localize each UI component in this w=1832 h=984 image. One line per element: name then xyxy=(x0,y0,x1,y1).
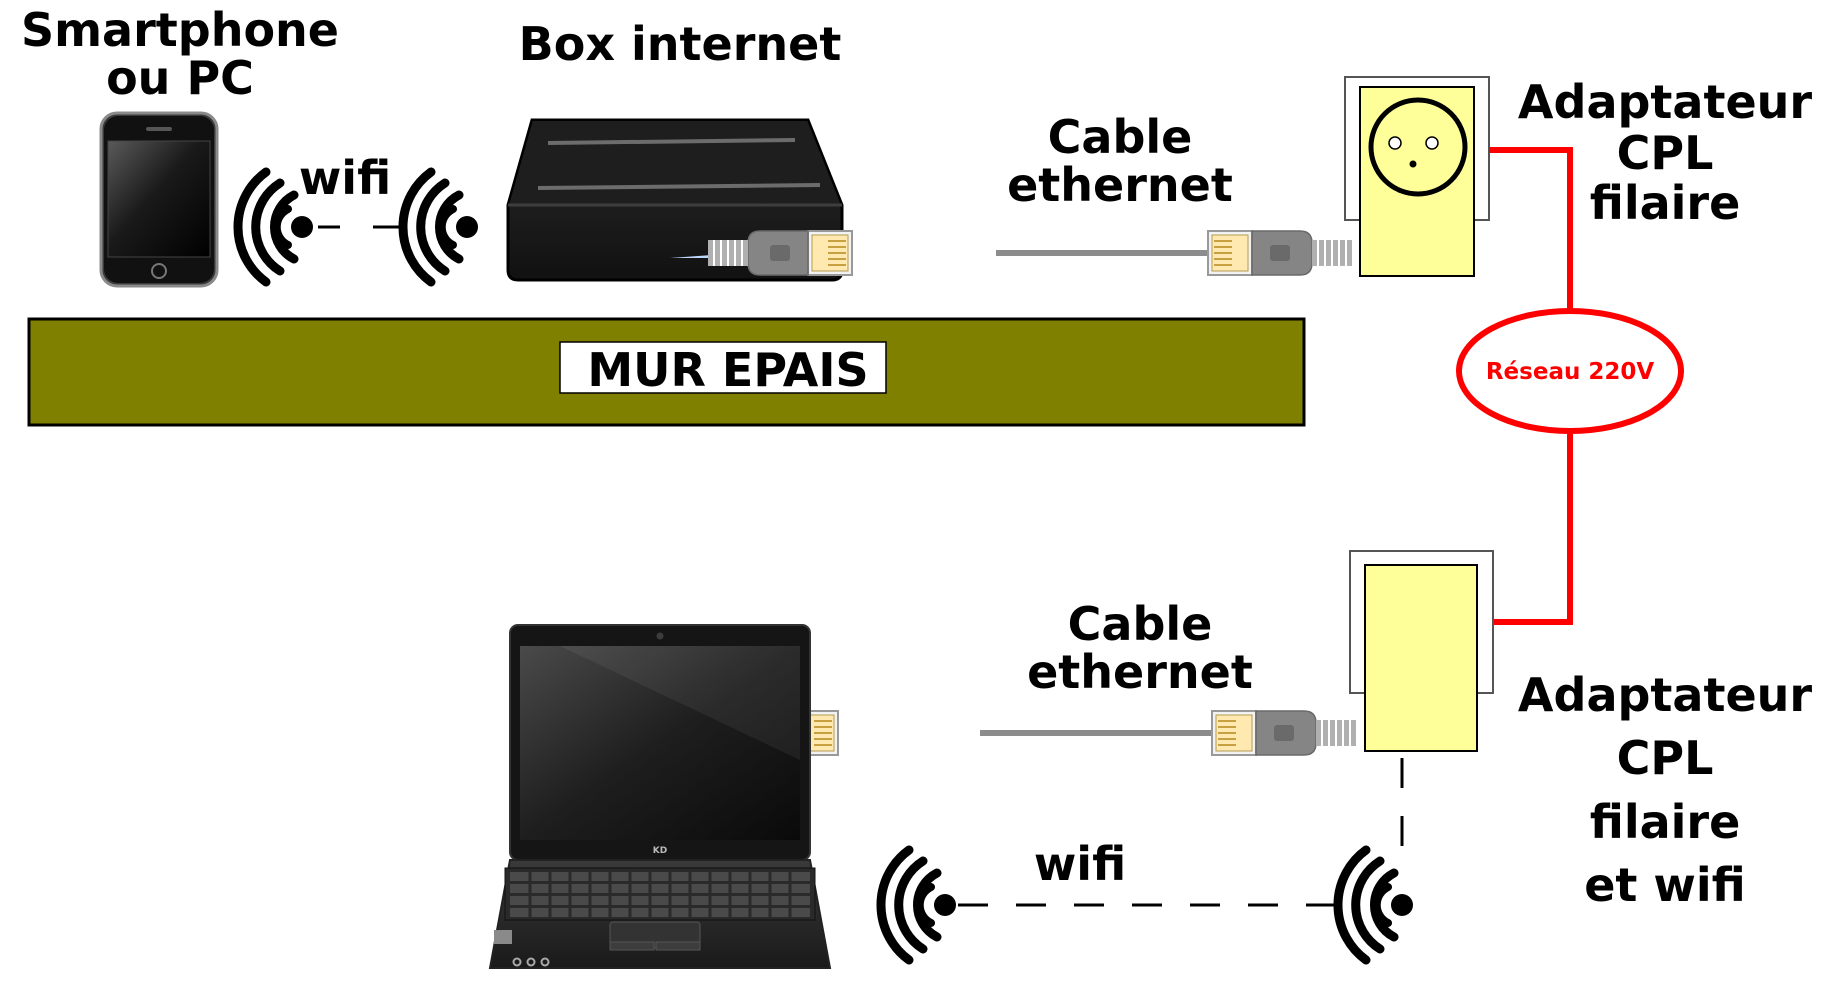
power-outlet-icon xyxy=(1368,97,1468,197)
adapter-label-top-line2: CPL xyxy=(1616,125,1714,180)
cable-label-top-line1: Cable xyxy=(1047,110,1193,164)
cable-label-top-line2: ethernet xyxy=(1007,158,1233,213)
cable-label-bottom-line2: ethernet xyxy=(1027,645,1253,700)
cable-label-bottom-line1: Cable xyxy=(1067,597,1213,651)
device-label-line2: ou PC xyxy=(106,51,254,106)
wall-label-box xyxy=(559,341,887,394)
adapter-label-bottom-line2: CPL xyxy=(1616,731,1714,786)
wall-label: MUR EPAIS xyxy=(587,343,868,397)
wifi-signal-icon xyxy=(881,850,956,960)
adapter-label-top-line3: filaire xyxy=(1589,176,1741,231)
wifi-link-bottom xyxy=(958,758,1404,907)
device-label-line1: Smartphone xyxy=(20,3,339,57)
adapter-label-bottom-line1: Adaptateur xyxy=(1517,668,1813,722)
wifi-signal-icon xyxy=(403,172,478,282)
network-label: Réseau 220V xyxy=(1486,359,1655,385)
smartphone-icon xyxy=(99,111,219,288)
cpl-adapter-bottom xyxy=(1349,550,1494,752)
adapter-label-bottom-line3: filaire xyxy=(1589,794,1741,849)
adapter-label-bottom: Adaptateur CPL filaire et wifi xyxy=(1505,664,1825,918)
adapter-label-top: Adaptateur CPL filaire xyxy=(1505,77,1825,229)
adapter-label-bottom-line4: et wifi xyxy=(1584,858,1746,913)
laptop-brand: KD xyxy=(653,846,667,856)
wifi-signal-icon xyxy=(1338,850,1413,960)
device-label: Smartphone ou PC xyxy=(12,6,348,103)
box-label: Box internet xyxy=(518,17,842,71)
cpl-adapter-top xyxy=(1344,76,1490,277)
rj45-connector-icon xyxy=(1207,230,1353,276)
cable-label-bottom: Cable ethernet xyxy=(995,600,1285,697)
adapter-label-top-line1: Adaptateur xyxy=(1517,75,1813,129)
laptop-icon: KD xyxy=(488,624,832,969)
network-label-bg xyxy=(1462,349,1678,393)
cable-label-top: Cable ethernet xyxy=(975,113,1265,210)
wifi-label-top: wifi xyxy=(298,151,392,205)
wifi-label-bottom: wifi xyxy=(1033,837,1127,891)
ethernet-cable-top xyxy=(707,230,1353,276)
ethernet-cable-bottom xyxy=(693,710,1357,756)
power-line xyxy=(1456,147,1684,625)
rj45-connector-icon xyxy=(1211,710,1357,756)
